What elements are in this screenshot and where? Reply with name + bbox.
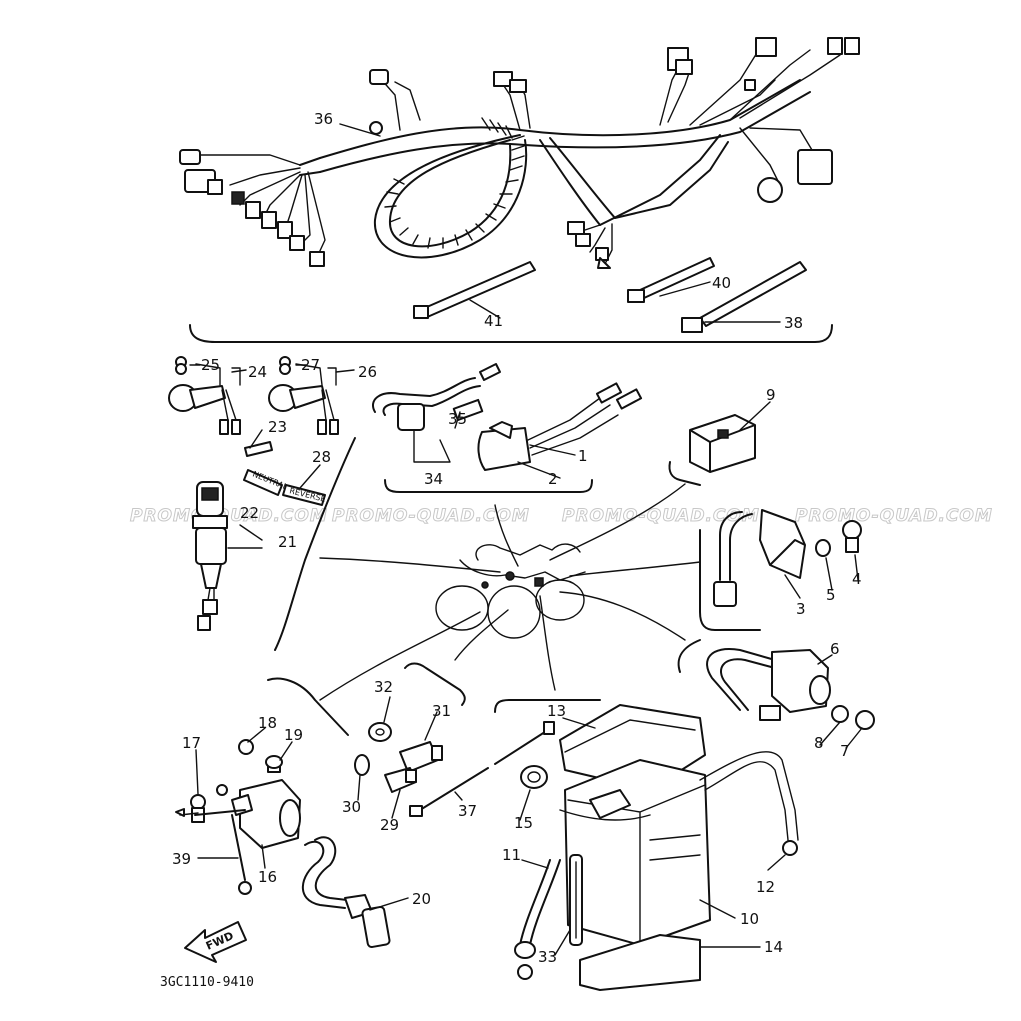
label-32: 32 <box>374 678 393 696</box>
frame-outline <box>435 543 586 639</box>
leader-lines <box>319 483 701 701</box>
label-24: 24 <box>248 363 267 381</box>
label-12: 12 <box>756 878 775 896</box>
watermark-3: PROMO-QUAD.COM <box>562 506 760 526</box>
label-16: 16 <box>258 868 277 886</box>
label-8: 8 <box>814 734 824 752</box>
label-3: 3 <box>796 600 806 618</box>
label-31: 31 <box>432 702 451 720</box>
callout-numbers: 36 41 40 38 25 24 27 26 23 28 22 21 35 3… <box>172 110 862 966</box>
label-18: 18 <box>258 714 277 732</box>
label-11: 11 <box>502 846 521 864</box>
neutral-switch-parts <box>354 722 443 793</box>
label-14: 14 <box>764 938 783 956</box>
label-9: 9 <box>766 386 776 404</box>
fuse-and-relay <box>372 363 643 471</box>
label-19: 19 <box>284 726 303 744</box>
watermark-1: PROMO-QUAD.COM <box>130 506 328 526</box>
label-38: 38 <box>784 314 803 332</box>
label-25: 25 <box>201 356 220 374</box>
label-26: 26 <box>358 363 377 381</box>
wire-harness <box>179 37 860 269</box>
forward-arrow: FWD <box>184 921 247 963</box>
label-28: 28 <box>312 448 331 466</box>
label-41: 41 <box>484 312 503 330</box>
label-1: 1 <box>578 447 588 465</box>
label-29: 29 <box>380 816 399 834</box>
label-40: 40 <box>712 274 731 292</box>
label-21: 21 <box>278 533 297 551</box>
label-30: 30 <box>342 798 361 816</box>
label-36: 36 <box>314 110 333 128</box>
label-22: 22 <box>240 504 259 522</box>
rectifier-regulator <box>713 509 862 607</box>
battery-group <box>514 704 799 991</box>
label-7: 7 <box>840 742 850 760</box>
label-5: 5 <box>826 586 836 604</box>
label-23: 23 <box>268 418 287 436</box>
callout-leaders <box>195 123 863 956</box>
label-33: 33 <box>538 948 557 966</box>
label-15: 15 <box>514 814 533 832</box>
ignition-coil <box>175 739 391 948</box>
watermark-4: PROMO-QUAD.COM <box>795 506 993 526</box>
sensor-lead <box>409 721 555 817</box>
label-39: 39 <box>172 850 191 868</box>
label-4: 4 <box>852 570 862 588</box>
indicator-switches: NEUTRAL REVERSE <box>168 356 339 506</box>
main-switch <box>192 481 228 631</box>
cable-ties <box>413 257 807 333</box>
diagram-code: 3GC1110-9410 <box>160 975 254 990</box>
watermark-2: PROMO-QUAD.COM <box>332 506 530 526</box>
label-35: 35 <box>448 410 467 428</box>
label-27: 27 <box>301 356 320 374</box>
label-34: 34 <box>424 470 443 488</box>
label-13: 13 <box>547 702 566 720</box>
label-17: 17 <box>182 734 201 752</box>
label-37: 37 <box>458 802 477 820</box>
label-6: 6 <box>830 640 840 658</box>
starter-relay <box>706 648 875 730</box>
relay-9 <box>689 414 756 473</box>
label-20: 20 <box>412 890 431 908</box>
label-2: 2 <box>548 470 558 488</box>
label-10: 10 <box>740 910 759 928</box>
